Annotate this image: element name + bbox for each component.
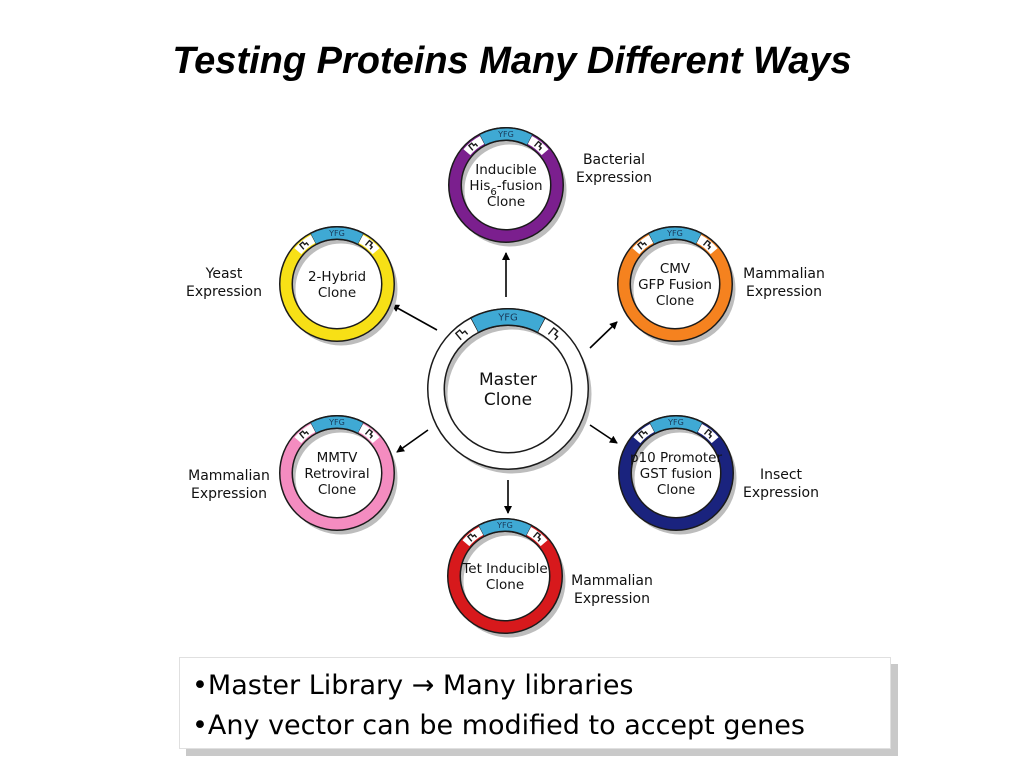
mmtv-clone-text-line: MMTV <box>317 450 359 466</box>
insect-expression-label: Insect <box>760 467 803 483</box>
yeast-clone-yfg-label: YFG <box>328 229 345 238</box>
master-clone-yfg-segment <box>471 309 545 332</box>
yeast-clone: YFG <box>279 226 398 346</box>
yeast-clone-text-line: Clone <box>318 285 356 301</box>
tet-expression-label: Mammalian <box>571 573 653 589</box>
bacterial-clone-yfg-label: YFG <box>497 130 514 139</box>
insect-clone-site-segment-right <box>697 424 719 444</box>
arrows-layer <box>391 252 618 514</box>
mmtv-clone: YFG <box>279 415 398 535</box>
arrow-to-yeast <box>391 304 438 331</box>
arrow-to-mmtv <box>396 429 429 453</box>
insect-clone-text-line: Clone <box>657 482 695 498</box>
master-clone-text-line: Master <box>479 370 537 390</box>
cmv-expression-label: Mammalian <box>743 266 825 282</box>
plasmid-layer: YFG YFG YFG YFG YFG YFG YFG <box>279 127 737 638</box>
bacterial-expression-label: Bacterial <box>583 152 645 168</box>
master-clone-site-symbol-right <box>547 326 559 341</box>
tet-clone-site-segment-right <box>526 527 548 547</box>
yeast-expression-label: Expression <box>186 284 262 300</box>
mmtv-expression-label: Expression <box>191 486 267 502</box>
cmv-clone-site-segment-right <box>696 235 718 255</box>
yeast-clone-site-symbol-right <box>364 239 374 250</box>
cmv-clone-site-symbol-right <box>702 239 712 250</box>
arrow-to-cmv <box>589 321 618 349</box>
summary-line-master-library: •Master Library → Many libraries <box>192 670 634 701</box>
bacterial-clone: YFG <box>448 127 567 247</box>
insect-clone-yfg-segment <box>649 416 703 433</box>
insect-clone: YFG <box>618 415 737 535</box>
summary-line-any-vector: •Any vector can be modified to accept ge… <box>192 710 805 741</box>
cmv-clone-yfg-segment <box>648 227 702 244</box>
label-layer: MasterCloneInducibleHis6-fusionCloneBact… <box>186 152 825 607</box>
master-clone-site-segment-right <box>538 319 569 348</box>
tet-clone-text-line: Clone <box>486 577 524 593</box>
insect-clone-text-line: GST fusion <box>640 466 712 482</box>
mmtv-clone-yfg-segment <box>310 416 364 433</box>
insect-clone-text-line: p10 Promoter <box>630 450 722 466</box>
bacterial-clone-site-symbol-right <box>533 140 543 151</box>
bacterial-clone-yfg-segment <box>479 128 533 145</box>
tet-expression-label: Expression <box>574 591 650 607</box>
cmv-clone-site-symbol-left <box>636 241 648 250</box>
mmtv-clone-site-segment-right <box>358 424 380 444</box>
mmtv-clone-yfg-label: YFG <box>328 418 345 427</box>
cmv-clone: YFG <box>617 226 736 346</box>
insect-clone-yfg-label: YFG <box>667 418 684 427</box>
cmv-clone-text-line: Clone <box>656 293 694 309</box>
master-clone-site-symbol-left <box>454 329 469 341</box>
mmtv-clone-site-symbol-right <box>364 428 374 439</box>
bacterial-clone-text-line: Inducible <box>475 162 536 178</box>
tet-clone-site-symbol-right <box>532 531 542 542</box>
yeast-expression-label: Yeast <box>205 266 243 282</box>
cmv-clone-text-line: GFP Fusion <box>638 277 712 293</box>
master-clone-yfg-label: YFG <box>497 313 518 324</box>
tet-clone-yfg-label: YFG <box>496 521 513 530</box>
yeast-clone-site-segment-right <box>358 235 380 255</box>
arrow-to-insect <box>589 424 618 444</box>
mmtv-clone-site-symbol-left <box>298 430 310 439</box>
bacterial-clone-text-line: His6-fusion <box>469 178 542 198</box>
bacterial-clone-text-line: Clone <box>487 194 525 210</box>
summary-box: •Master Library → Many libraries •Any ve… <box>179 657 891 749</box>
tet-clone-text-line: Tet Inducible <box>461 561 547 577</box>
master-clone: YFG <box>427 307 592 474</box>
tet-clone-yfg-segment <box>478 519 532 536</box>
yeast-clone-text-line: 2-Hybrid <box>308 269 366 285</box>
tet-clone-site-symbol-left <box>466 533 478 542</box>
yeast-clone-site-symbol-left <box>298 241 310 250</box>
cmv-clone-yfg-label: YFG <box>666 229 683 238</box>
yeast-clone-yfg-segment <box>310 227 364 244</box>
insect-clone-site-symbol-right <box>703 428 713 439</box>
mmtv-expression-label: Mammalian <box>188 468 270 484</box>
insect-expression-label: Expression <box>743 485 819 501</box>
bacterial-clone-site-symbol-left <box>467 142 479 151</box>
page-title: Testing Proteins Many Different Ways <box>172 40 852 82</box>
insect-clone-site-symbol-left <box>637 430 649 439</box>
master-clone-text-line: Clone <box>484 390 532 410</box>
mmtv-clone-text-line: Clone <box>318 482 356 498</box>
bacterial-clone-site-segment-right <box>527 136 549 156</box>
cmv-clone-text-line: CMV <box>660 261 691 277</box>
cmv-expression-label: Expression <box>746 284 822 300</box>
mmtv-clone-text-line: Retroviral <box>304 466 369 482</box>
tet-clone: YFG <box>447 518 566 638</box>
bacterial-expression-label: Expression <box>576 170 652 186</box>
